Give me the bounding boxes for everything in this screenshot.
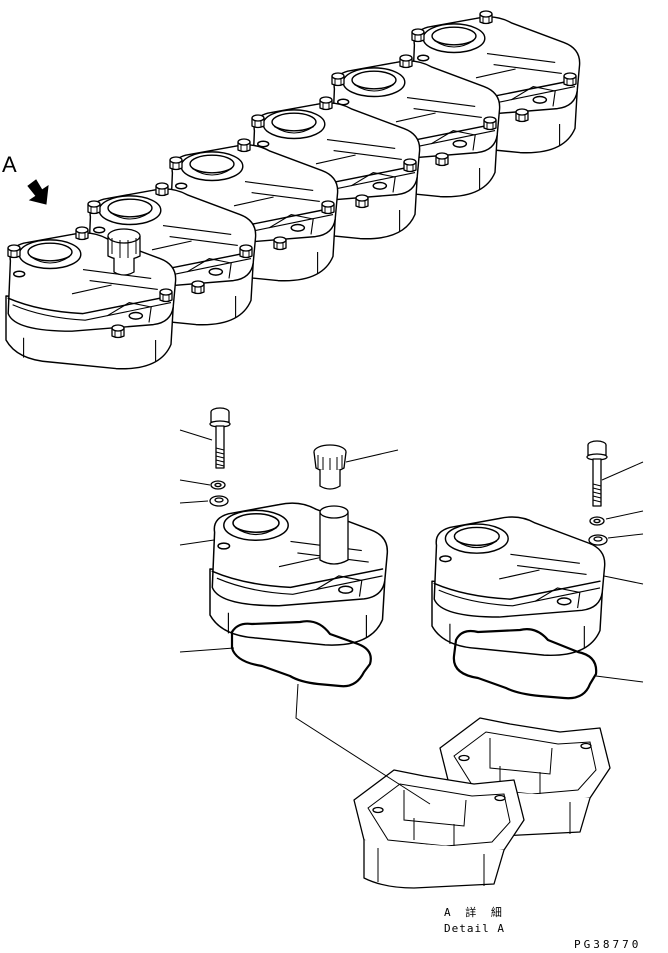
cover-bolt	[159, 288, 173, 303]
cover-bolt	[169, 156, 183, 171]
detail-caption-en: Detail A	[444, 922, 505, 935]
cover-bolt	[435, 152, 449, 167]
cover-bolt	[563, 72, 577, 87]
head-cover-detail-left	[209, 502, 389, 646]
cover-bolt	[411, 28, 425, 43]
cover-bolt	[87, 200, 101, 215]
leader-lines	[179, 429, 644, 805]
cover-bolt	[483, 116, 497, 131]
cover-bolt	[399, 54, 413, 69]
bolt-right	[586, 440, 608, 507]
washer-right-2	[588, 534, 608, 546]
bolt-left	[209, 407, 231, 469]
cover-bolt	[331, 72, 345, 87]
head-cover-detail-right	[431, 516, 606, 656]
cover-bolt	[237, 138, 251, 153]
detail-caption-jp: A 詳 細	[444, 906, 506, 919]
cover-bolt	[403, 158, 417, 173]
head-cover-underside	[353, 717, 611, 889]
cover-bolt	[479, 10, 493, 25]
cover-bolt	[191, 280, 205, 295]
underside-cover-front	[353, 769, 525, 889]
view-direction-arrow-icon	[27, 179, 49, 205]
cover-bolt	[75, 226, 89, 241]
gasket-right	[452, 628, 598, 700]
cover-bolt	[251, 114, 265, 129]
cover-bolt	[239, 244, 253, 259]
assembly-oil-filler-cap	[107, 228, 141, 276]
cover-unit	[431, 516, 606, 656]
head-cover-assembly	[5, 10, 581, 370]
cover-bolt	[111, 324, 125, 339]
gasket-left	[230, 620, 372, 688]
view-marker-label: A	[2, 152, 17, 177]
cover-bolt	[515, 108, 529, 123]
cover-bolt	[7, 244, 21, 259]
cover-unit	[209, 502, 389, 646]
washer-left-1	[210, 480, 226, 490]
cover-bolt	[355, 194, 369, 209]
cover-bolt	[155, 182, 169, 197]
oil-filler-cap	[313, 444, 347, 490]
cover-bolt	[273, 236, 287, 251]
cover-bolt	[319, 96, 333, 111]
filler-neck	[319, 505, 349, 565]
washer-left-2	[209, 495, 229, 507]
cover-bolt	[321, 200, 335, 215]
drawing-number: PG38770	[574, 938, 642, 951]
washer-right-1	[589, 516, 605, 526]
